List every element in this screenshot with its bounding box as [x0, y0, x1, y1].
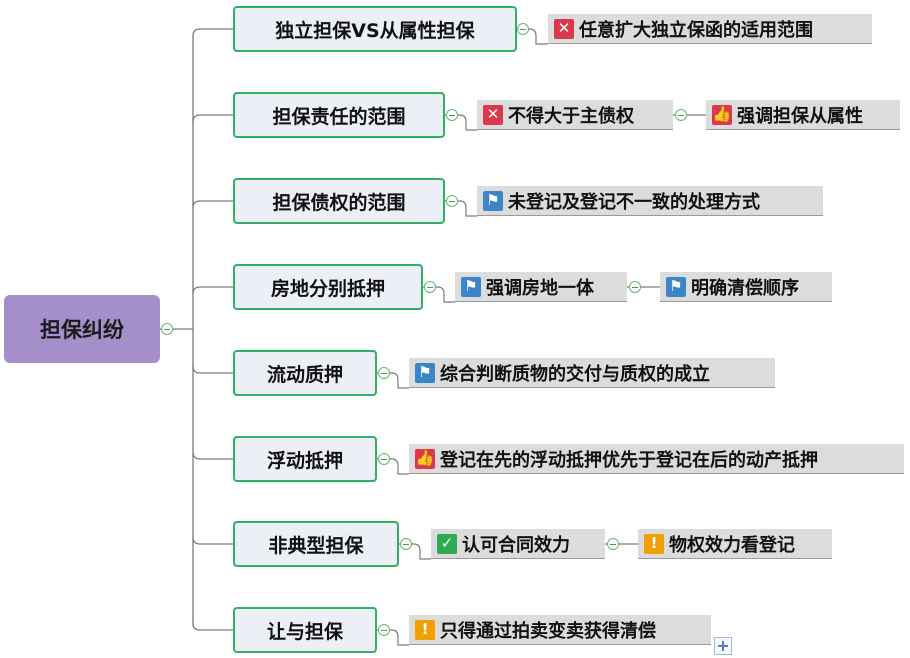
topic-4-collapse-toggle[interactable]: [424, 281, 436, 293]
sub-connector-1: [516, 28, 548, 45]
sub-topic-label: 未登记及登记不一致的处理方式: [508, 191, 760, 213]
topic-independent-guarantee[interactable]: 独立担保VS从属性担保: [233, 6, 517, 52]
branch-8: [192, 622, 234, 631]
topic-label: 浮动抵押: [266, 449, 343, 472]
topic-secured-claim-scope[interactable]: 担保债权的范围: [233, 178, 445, 224]
topic-6-collapse-toggle[interactable]: [378, 453, 390, 465]
topic-separate-mortgage[interactable]: 房地分别抵押: [233, 264, 423, 310]
branch-6: [192, 451, 234, 460]
sub-topic[interactable]: ✕ 任意扩大独立保函的适用范围: [548, 14, 872, 44]
sub-connector-5: [376, 372, 409, 389]
branch-3: [192, 200, 234, 209]
topic-8-collapse-toggle[interactable]: [378, 624, 390, 636]
flag-icon: ⚑: [461, 276, 481, 297]
topic-floating-pledge[interactable]: 流动质押: [233, 350, 377, 396]
sub-4-collapse-toggle[interactable]: [629, 281, 641, 293]
sub-topic[interactable]: ⚑ 强调房地一体: [455, 272, 627, 302]
sub-connector-6: [376, 458, 409, 475]
thumbs-up-icon: 👍: [415, 448, 435, 469]
sub-topic-label: 强调担保从属性: [737, 105, 863, 127]
sub-topic-label: 综合判断质物的交付与质权的成立: [440, 363, 710, 385]
thumbs-up-icon: 👍: [712, 104, 732, 125]
branch-2: [192, 114, 234, 123]
branch-1: [192, 28, 234, 37]
topic-label: 担保责任的范围: [272, 105, 406, 128]
flag-icon: ⚑: [415, 362, 435, 383]
sub-topic[interactable]: ⚑ 未登记及登记不一致的处理方式: [477, 186, 823, 216]
topic-1-collapse-toggle[interactable]: [517, 23, 529, 35]
topic-transfer-guarantee[interactable]: 让与担保: [233, 607, 377, 653]
sub-topic[interactable]: 👍 强调担保从属性: [706, 100, 900, 130]
sub-7-collapse-toggle[interactable]: [607, 538, 619, 550]
sub-connector-4: [422, 286, 455, 303]
topic-label: 房地分别抵押: [270, 277, 385, 300]
sub-2-collapse-toggle[interactable]: [675, 109, 687, 121]
sub-topic-label: 只得通过拍卖变卖获得清偿: [440, 620, 656, 642]
topic-7-collapse-toggle[interactable]: [400, 538, 412, 550]
sub-topic[interactable]: ⚑ 明确清偿顺序: [660, 272, 832, 302]
branch-4: [192, 286, 234, 295]
topic-label: 让与担保: [266, 620, 343, 643]
topic-label: 担保债权的范围: [272, 191, 406, 214]
sub-topic[interactable]: ✓ 认可合同效力: [431, 529, 605, 559]
sub-connector-2: [444, 114, 477, 131]
sub-topic[interactable]: ✕ 不得大于主债权: [477, 100, 673, 130]
sub-topic-label: 明确清偿顺序: [691, 277, 799, 299]
sub-topic-label: 强调房地一体: [486, 277, 594, 299]
root-collapse-toggle[interactable]: [161, 323, 173, 335]
flag-icon: ⚑: [666, 276, 686, 297]
add-topic-plus-icon[interactable]: +: [714, 637, 732, 655]
cross-icon: ✕: [554, 18, 574, 39]
topic-atypical-guarantee[interactable]: 非典型担保: [233, 521, 399, 567]
topic-label: 非典型担保: [268, 534, 364, 557]
sub-topic[interactable]: ! 只得通过拍卖变卖获得清偿: [409, 615, 711, 645]
check-icon: ✓: [437, 533, 457, 554]
cross-icon: ✕: [483, 104, 503, 125]
topic-label: 独立担保VS从属性担保: [275, 19, 475, 42]
topic-3-collapse-toggle[interactable]: [446, 195, 458, 207]
flag-icon: ⚑: [483, 190, 503, 211]
warning-icon: !: [644, 533, 664, 554]
root-node[interactable]: 担保纠纷: [4, 295, 160, 363]
sub-topic-label: 不得大于主债权: [508, 105, 634, 127]
topic-floating-mortgage[interactable]: 浮动抵押: [233, 436, 377, 482]
sub-topic-label: 物权效力看登记: [669, 534, 795, 556]
sub-topic-label: 登记在先的浮动抵押优先于登记在后的动产抵押: [440, 449, 818, 471]
sub-connector-8: [376, 629, 409, 646]
root-label: 担保纠纷: [40, 318, 124, 342]
warning-icon: !: [415, 619, 435, 640]
sub-topic-label: 任意扩大独立保函的适用范围: [579, 19, 813, 41]
branch-5: [192, 365, 234, 374]
branch-7: [192, 536, 234, 545]
sub-connector-7: [398, 543, 431, 560]
sub-topic[interactable]: ! 物权效力看登记: [638, 529, 832, 559]
topic-label: 流动质押: [266, 363, 343, 386]
topic-5-collapse-toggle[interactable]: [378, 367, 390, 379]
sub-topic-label: 认可合同效力: [462, 534, 570, 556]
topic-2-collapse-toggle[interactable]: [446, 109, 458, 121]
sub-topic[interactable]: ⚑ 综合判断质物的交付与质权的成立: [409, 358, 775, 388]
sub-topic[interactable]: 👍 登记在先的浮动抵押优先于登记在后的动产抵押: [409, 444, 904, 474]
topic-guarantee-liability-scope[interactable]: 担保责任的范围: [233, 92, 445, 138]
sub-connector-3: [444, 200, 477, 217]
